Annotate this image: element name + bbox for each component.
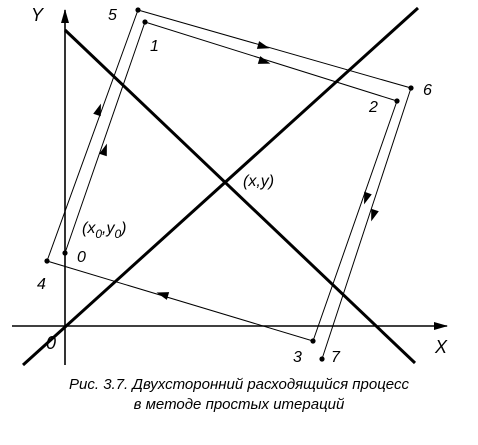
arrow-4-5	[93, 103, 101, 117]
point-0-label: 0	[77, 249, 86, 266]
start-point-label: (x0,y0)	[82, 220, 126, 241]
caption-line-1: Рис. 3.7. Двухсторонний расходящийся про…	[69, 376, 409, 393]
point-6-label: 6	[423, 82, 432, 99]
point-5-marker	[135, 7, 141, 13]
point-5-label: 5	[108, 7, 117, 24]
iteration-path	[46, 9, 412, 360]
point-3-marker	[310, 338, 316, 344]
point-1-label: 1	[150, 38, 159, 55]
point-3-label: 3	[293, 349, 302, 366]
arrow-5-6	[256, 41, 270, 49]
increasing-line	[21, 6, 420, 367]
point-2-marker	[394, 98, 400, 104]
iteration-diagram: 0 1 2 3 4 5 6 7 Y X 0 (x,y) (x0,y0)	[12, 5, 448, 367]
point-7-label: 7	[331, 349, 341, 366]
caption-line-2: в методе простых итераций	[133, 396, 345, 413]
figure-caption: Рис. 3.7. Двухсторонний расходящийся про…	[0, 375, 478, 415]
arrow-6-7	[371, 208, 379, 222]
point-4-marker	[44, 258, 50, 264]
x-axis-label: X	[434, 337, 448, 357]
decreasing-line	[63, 28, 417, 365]
point-2-label: 2	[368, 99, 378, 116]
point-1-marker	[142, 19, 148, 25]
arrow-1-2	[257, 56, 271, 64]
start-point-open: (x	[82, 220, 96, 237]
intersection-label: (x,y)	[243, 173, 274, 190]
point-7-marker	[319, 356, 325, 362]
start-point-close: )	[119, 220, 126, 237]
start-point-mid: ,y	[102, 220, 115, 237]
origin-label: 0	[46, 333, 56, 353]
point-0-marker	[62, 250, 68, 256]
y-axis-label: Y	[31, 5, 45, 25]
point-markers	[44, 7, 414, 362]
direction-arrows	[93, 41, 379, 300]
start-point-sub-x: 0	[95, 227, 102, 241]
point-6-marker	[408, 85, 414, 91]
arrow-3-4	[156, 292, 170, 300]
point-4-label: 4	[37, 276, 46, 293]
arrow-2-3	[364, 191, 372, 205]
start-point-sub-y: 0	[114, 227, 121, 241]
arrow-0-1	[99, 143, 107, 157]
